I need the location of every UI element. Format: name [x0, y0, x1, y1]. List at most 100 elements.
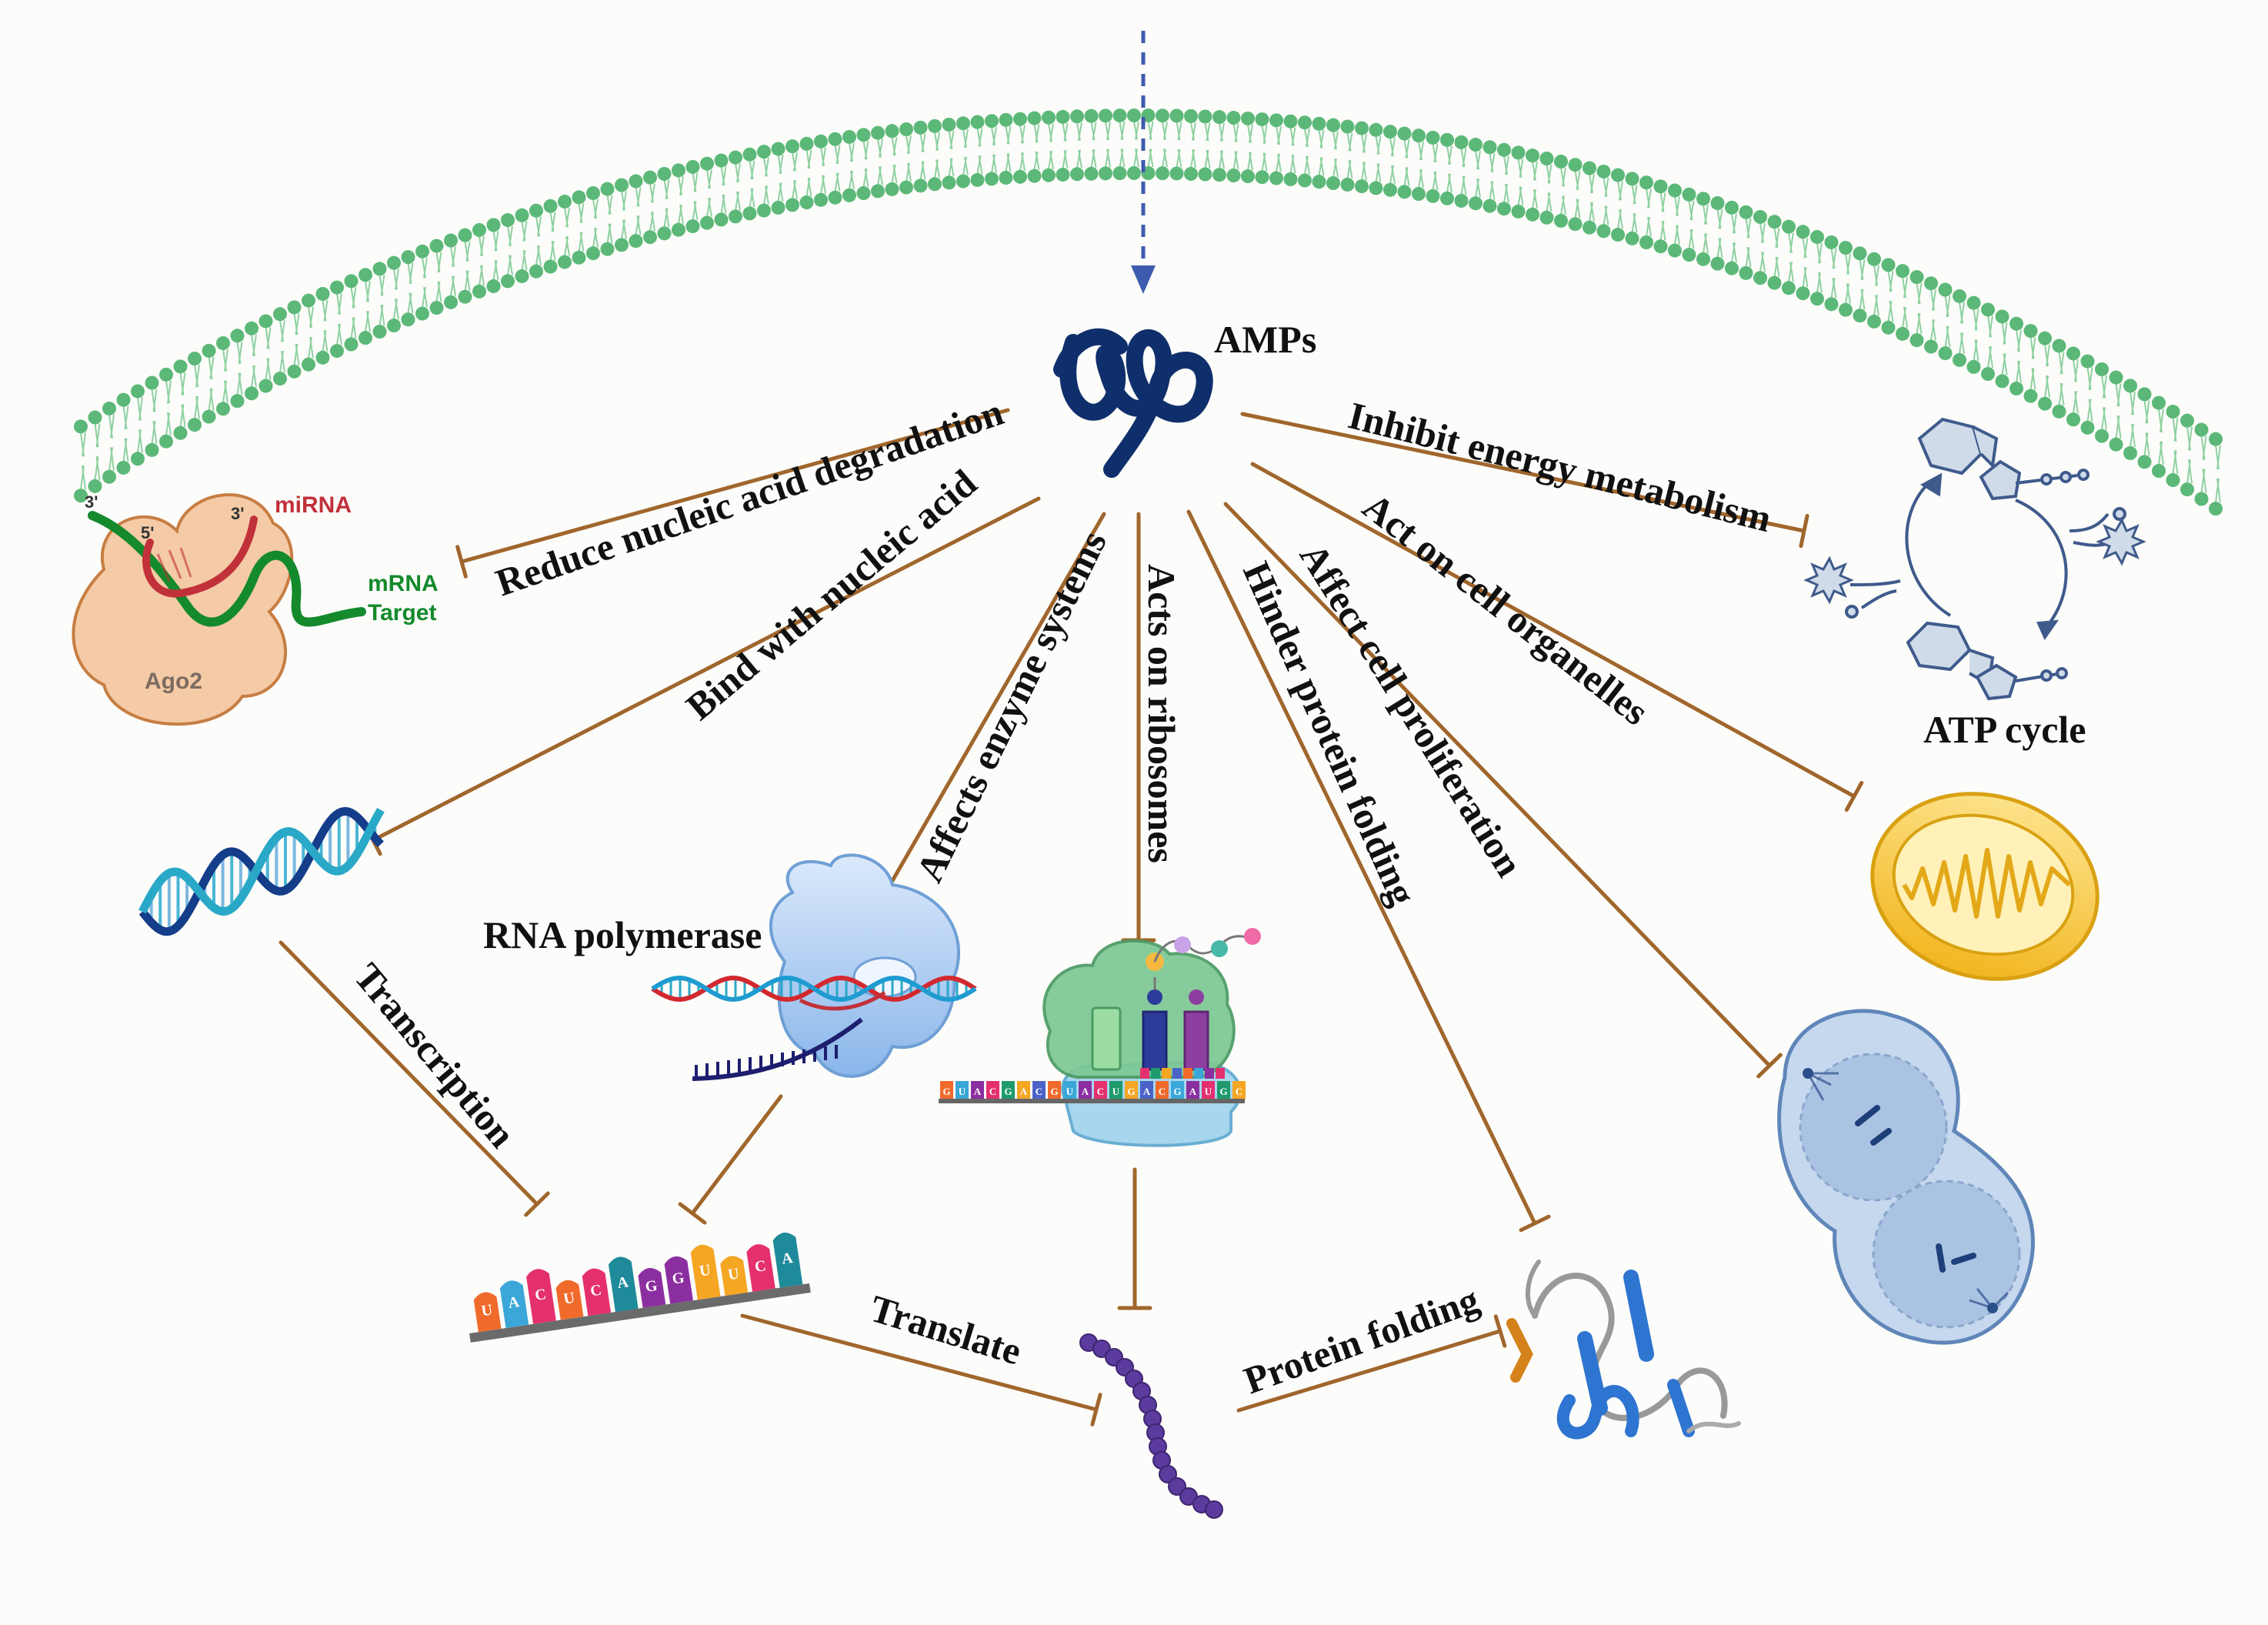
ribosome-base [1186, 1081, 1199, 1099]
ribosome-base-letter: U [1112, 1086, 1120, 1097]
ribosome-base-letter: G [1173, 1086, 1181, 1097]
target-label: Target [368, 600, 436, 626]
amps-label: AMPs [1214, 318, 1316, 361]
mrna-base [608, 1256, 639, 1313]
amino-acid-bead [1168, 1477, 1186, 1496]
entry-arrow [1131, 31, 1156, 294]
ribosome-base [1202, 1081, 1215, 1099]
mrna-base-letter: G [644, 1277, 659, 1296]
mrna-base [526, 1269, 556, 1324]
mrna-base [499, 1280, 529, 1329]
ago2-3prime-label-b: 3' [231, 504, 244, 523]
mrna-base-letter: U [699, 1262, 712, 1280]
ribosome-base-letter: C [1036, 1086, 1042, 1097]
ribosome-base [940, 1081, 953, 1099]
ribosome-base-letter: C [989, 1086, 996, 1097]
trna-anticodon-base [1162, 1068, 1171, 1079]
rna-polymerase-label: RNA polymerase [483, 913, 762, 956]
mrna-base [555, 1280, 584, 1320]
ago2-label: Ago2 [145, 669, 202, 694]
dividing-cell-icon [1777, 1009, 2035, 1345]
membrane-lipid-heads [74, 108, 2223, 516]
ribosome-base-letter: G [1050, 1086, 1058, 1097]
mrna-base [746, 1244, 775, 1292]
ribosome-base-letter: A [974, 1086, 982, 1097]
mrna-base-letter: C [589, 1282, 603, 1300]
mrna-base-letter: C [754, 1257, 768, 1276]
ribosome-base-letter: G [942, 1086, 950, 1097]
mrna-base [720, 1256, 749, 1296]
mrna-base-letter: C [534, 1286, 548, 1304]
mitochondrion-icon [1870, 792, 2100, 981]
ribosome-base [1094, 1081, 1107, 1099]
label-protein-folding: Protein folding [1239, 1277, 1485, 1402]
trna-anticodon-base [1172, 1068, 1182, 1079]
ribosome-base [986, 1081, 999, 1099]
ribosome-base [956, 1081, 969, 1099]
mrna-base [473, 1292, 502, 1333]
mrna-base-letter: U [727, 1265, 741, 1283]
amino-acid-bead [1205, 1500, 1223, 1519]
mrna-base-letter: G [671, 1270, 685, 1288]
atp-cycle-icon [1803, 417, 2146, 701]
ribosome-base [1217, 1081, 1230, 1099]
ribosome-base-letter: C [1159, 1086, 1166, 1097]
mrna-base-letter: U [562, 1290, 576, 1308]
ribosome-base [971, 1081, 984, 1099]
trna-anticodon-base [1205, 1068, 1214, 1079]
label-transcription: Transcription [346, 955, 525, 1156]
ribosome-base-letter: A [1020, 1086, 1028, 1097]
ribosome-base [1063, 1081, 1076, 1099]
ribosome-base-letter: A [1189, 1086, 1197, 1097]
mirna-label: miRNA [275, 492, 352, 518]
ribosome-base [1125, 1081, 1138, 1099]
ago2-mirna-complex-icon: 3' 5' 3' miRNA mRNA Target Ago2 [72, 492, 439, 726]
ribosome-base [1140, 1081, 1153, 1099]
mrna-base [582, 1268, 612, 1316]
cell-membrane [74, 108, 2223, 516]
ribosome-base-letter: U [959, 1086, 966, 1097]
ribosome-base [1032, 1081, 1046, 1099]
trna-anticodon-base [1194, 1068, 1203, 1079]
mrna-base [772, 1233, 803, 1288]
folded-protein-icon [1506, 1260, 1741, 1440]
mrna-base-letter: A [616, 1273, 630, 1292]
mrna-base [664, 1256, 693, 1304]
ago2-3prime-label: 3' [85, 492, 98, 512]
ribosome-base-letter: G [1219, 1086, 1227, 1097]
trna-anticodon-base [1151, 1068, 1160, 1079]
amino-acid-bead [1159, 1465, 1177, 1483]
ribosome-base [1156, 1081, 1169, 1099]
dna-helix-icon [138, 806, 385, 936]
ago2-5prime-label: 5' [141, 523, 154, 542]
mrna-base [690, 1244, 721, 1300]
ribosome-base-letter: A [1082, 1086, 1089, 1097]
amp-peptide-icon [1053, 328, 1213, 478]
ribosome-base-letter: U [1205, 1086, 1212, 1097]
label-acts-on-ribosomes: Acts on ribosomes [1140, 564, 1183, 863]
mrna-base [638, 1268, 666, 1308]
ribosome-base [1171, 1081, 1184, 1099]
label-translate: Translate [866, 1286, 1026, 1373]
trna-anticodon-base [1216, 1068, 1225, 1079]
mrna-base-letter: U [480, 1301, 494, 1320]
peptide-chain-icon [1079, 1333, 1223, 1519]
ribosome-base-letter: A [1143, 1086, 1151, 1097]
ribosome-base-letter: U [1066, 1086, 1074, 1097]
mrna-label: mRNA [368, 571, 439, 596]
ribosome-base [1017, 1081, 1030, 1099]
membrane-lipid-tails [80, 121, 2221, 503]
ribosome-base [1048, 1081, 1061, 1099]
ribosome-base [1002, 1081, 1015, 1099]
ribosome-base-letter: C [1236, 1086, 1242, 1097]
trna-anticodon-base [1140, 1068, 1149, 1079]
rna-polymerase-icon [651, 853, 977, 1081]
atp-cycle-label: ATP cycle [1923, 708, 2086, 751]
ribosome-base-letter: C [1097, 1086, 1104, 1097]
ribosome-base-letter: G [1127, 1086, 1135, 1097]
ribosome-base-letter: G [1004, 1086, 1012, 1097]
